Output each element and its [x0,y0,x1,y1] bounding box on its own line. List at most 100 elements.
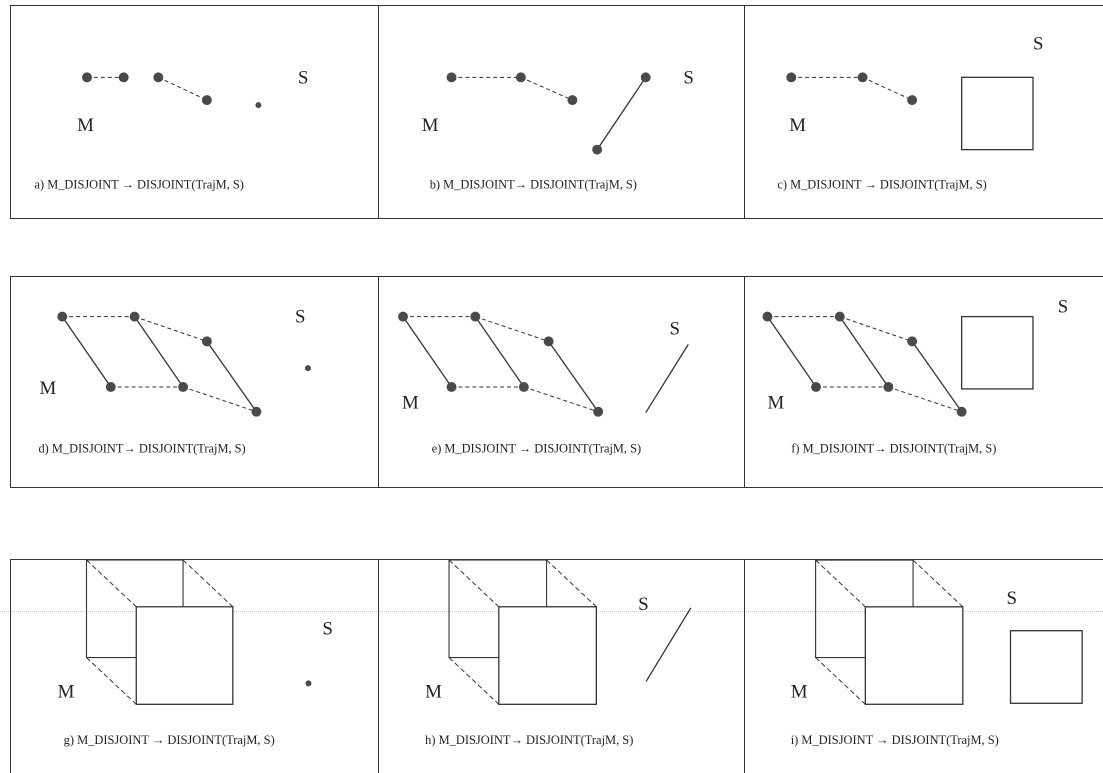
trajectory-edge [448,657,500,705]
moving-line-endpoint [178,382,189,392]
caption-i: i) M_DISJOINT → DISJOINT(TrajM, S) [791,733,999,747]
moving-point-position [567,95,578,106]
panel-b: M S b) M_DISJOINT→ DISJOINT(TrajM, S) [378,6,744,218]
static-line [645,344,689,414]
moving-point-position [786,72,797,83]
moving-point-position [857,72,868,83]
moving-line-endpoint [762,311,773,322]
trajectory-edge [546,560,597,608]
panel-f: M S f) M_DISJOINT→ DISJOINT(TrajM, S) [744,277,1103,487]
moving-object-label: M [422,115,439,136]
moving-point-position [515,72,526,83]
static-object-label: S [683,67,693,88]
moving-region-final [135,606,234,705]
diagram-c: M S c) M_DISJOINT → DISJOINT(TrajM, S) [777,34,1043,192]
trajectory-segment [134,316,208,342]
trajectory-edge [86,560,137,608]
diagram-d: M S d) M_DISJOINT→ DISJOINT(TrajM, S) [38,307,311,455]
figure-row-moving-point: M S a) M_DISJOINT → DISJOINT(TrajM, S) M… [10,5,1103,219]
panel-d: M S d) M_DISJOINT→ DISJOINT(TrajM, S) [11,277,378,487]
diagram-i: M S i) M_DISJOINT → DISJOINT(TrajM, S) [791,560,1083,747]
moving-object-label: M [77,115,94,136]
static-object-label: S [1058,297,1068,318]
moving-point-position [201,95,212,106]
moving-region-final [498,606,597,705]
moving-line-endpoint [956,406,967,417]
moving-line-endpoint [398,311,408,322]
moving-line-endpoint [201,336,212,347]
moving-line-position [766,316,817,388]
caption-c: c) M_DISJOINT → DISJOINT(TrajM, S) [777,177,986,191]
panel-c: M S c) M_DISJOINT → DISJOINT(TrajM, S) [744,6,1103,218]
trajectory-edge [912,560,964,608]
trajectory-edge [815,560,866,608]
moving-object-label: M [767,393,784,414]
trajectory-edge [448,560,500,608]
static-line [596,76,647,151]
trajectory-segment [158,76,208,101]
moving-line-endpoint [811,382,821,392]
static-point [304,365,311,372]
caption-f: f) M_DISJOINT→ DISJOINT(TrajM, S) [791,441,996,455]
static-region [1009,630,1083,704]
moving-line-position [474,316,525,388]
moving-line-endpoint [129,311,140,322]
static-region [960,315,1034,390]
static-object-label: S [1007,588,1018,609]
moving-point-position [153,72,164,83]
diagram-b: M S b) M_DISJOINT→ DISJOINT(TrajM, S) [422,67,694,191]
moving-point-position [82,72,92,83]
moving-line-endpoint [907,336,918,347]
moving-line-endpoint [834,311,845,322]
moving-line-position [134,316,184,388]
moving-line-endpoint [251,406,262,417]
caption-h: h) M_DISJOINT→ DISJOINT(TrajM, S) [425,733,633,747]
trajectory-segment [839,316,913,342]
trajectory-edge [815,657,866,705]
moving-line-endpoint [593,406,604,417]
moving-line-endpoint [518,382,529,392]
moving-object-label: M [39,378,56,399]
moving-object-label: M [402,393,419,414]
figure-row-moving-region: M S g) M_DISJOINT → DISJOINT(TrajM, S) M… [10,559,1103,773]
moving-point-position [446,72,457,83]
caption-g: g) M_DISJOINT → DISJOINT(TrajM, S) [64,733,275,747]
diagram-e: M S e) M_DISJOINT → DISJOINT(TrajM, S) [398,311,689,455]
diagram-f: M S f) M_DISJOINT→ DISJOINT(TrajM, S) [762,297,1068,455]
moving-line-endpoint [470,311,481,322]
moving-object-label: M [789,115,806,136]
caption-a: a) M_DISJOINT → DISJOINT(TrajM, S) [35,177,244,191]
static-object-label: S [1033,34,1043,55]
panel-a: M S a) M_DISJOINT → DISJOINT(TrajM, S) [11,6,378,218]
moving-line-endpoint [57,311,68,322]
diagram-g: M S g) M_DISJOINT → DISJOINT(TrajM, S) [58,560,333,747]
panel-i: M S i) M_DISJOINT → DISJOINT(TrajM, S) [744,560,1103,773]
static-object-label: S [669,318,679,339]
moving-line-endpoint [446,382,457,392]
trajectory-segment [523,386,599,413]
moving-object-label: M [58,681,75,702]
trajectory-segment [475,316,549,342]
static-object-label: S [322,619,333,640]
moving-object-label: M [425,681,442,702]
trajectory-edge [182,560,234,608]
moving-line-position [548,341,599,413]
moving-line-endpoint [543,336,554,347]
trajectory-segment [520,76,573,101]
static-line-endpoint [640,72,651,83]
figure-row-moving-line: M S d) M_DISJOINT→ DISJOINT(TrajM, S) M … [10,276,1103,488]
moving-point-position [907,95,918,106]
static-point [255,102,262,109]
static-object-label: S [298,67,308,88]
moving-region-final [864,606,964,705]
diagram-a: M S a) M_DISJOINT → DISJOINT(TrajM, S) [35,67,309,191]
moving-point-position [118,72,129,83]
caption-b: b) M_DISJOINT→ DISJOINT(TrajM, S) [430,177,637,191]
diagram-h: M S h) M_DISJOINT→ DISJOINT(TrajM, S) [425,560,692,747]
trajectory-edge [86,657,137,705]
panel-e: M S e) M_DISJOINT → DISJOINT(TrajM, S) [378,277,744,487]
moving-line-position [911,341,963,413]
panel-h: M S h) M_DISJOINT→ DISJOINT(TrajM, S) [378,560,744,773]
static-point [305,680,312,687]
moving-line-position [206,341,257,413]
